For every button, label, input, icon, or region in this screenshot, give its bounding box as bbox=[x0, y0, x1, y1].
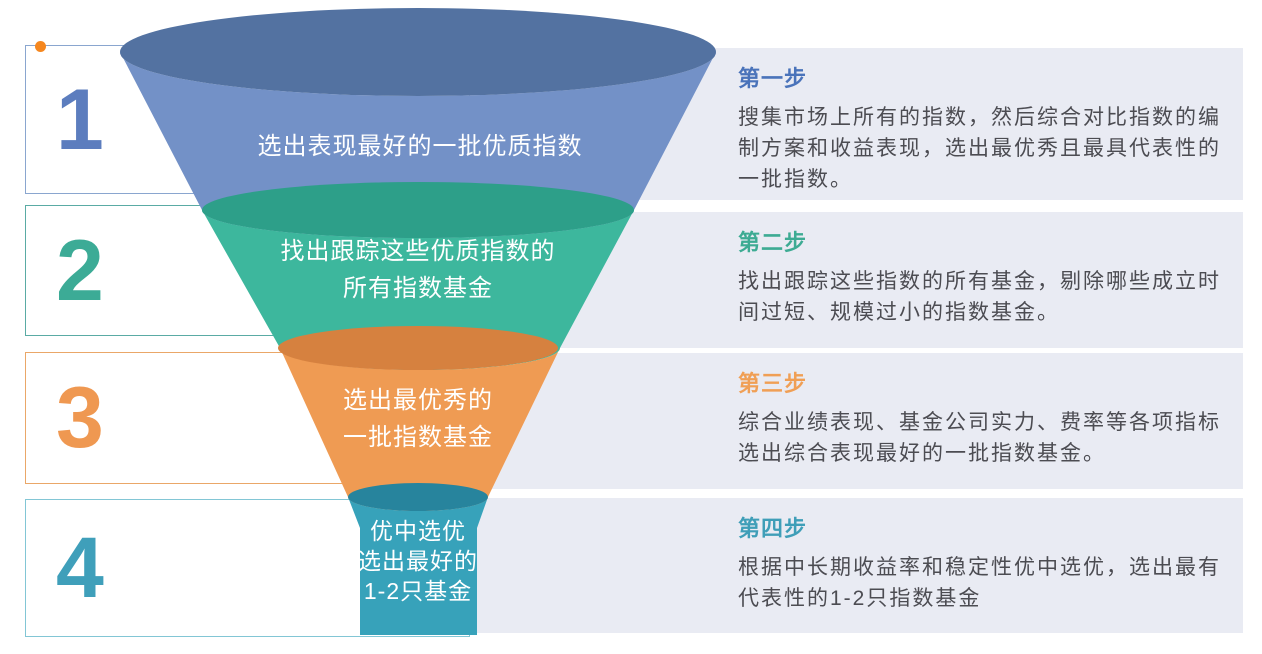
step-panel-2: 第二步 找出跟踪这些指数的所有基金，剔除哪些成立时 间过短、规模过小的指数基金。 bbox=[470, 212, 1243, 348]
step-description-4: 根据中长期收益率和稳定性优中选优，选出最有 代表性的1-2只指数基金 bbox=[738, 556, 1221, 610]
funnel-segment-2-body bbox=[202, 210, 634, 370]
corner-dot-decoration bbox=[35, 41, 46, 52]
step-panel-3: 第三步 综合业绩表现、基金公司实力、费率等各项指标 选出综合表现最好的一批指数基… bbox=[470, 353, 1243, 489]
funnel-chart bbox=[120, 8, 716, 635]
step-number-3: 3 bbox=[56, 370, 104, 466]
step-title-2: 第二步 bbox=[738, 230, 808, 255]
step-number-4: 4 bbox=[56, 520, 104, 616]
funnel-segment-4-body bbox=[348, 497, 488, 635]
funnel-label-4: 优中选优 选出最好的 1-2只基金 bbox=[358, 518, 478, 604]
step-title-4: 第四步 bbox=[738, 516, 808, 541]
step-panel-4: 第四步 根据中长期收益率和稳定性优中选优，选出最有 代表性的1-2只指数基金 bbox=[470, 498, 1243, 633]
funnel-label-2: 找出跟踪这些优质指数的 所有指数基金 bbox=[280, 238, 556, 302]
funnel-top-ellipse-2 bbox=[202, 182, 634, 238]
step-description-2: 找出跟踪这些指数的所有基金，剔除哪些成立时 间过短、规模过小的指数基金。 bbox=[738, 270, 1221, 324]
step-title-3: 第三步 bbox=[738, 371, 808, 396]
funnel-label-3: 选出最优秀的 一批指数基金 bbox=[343, 387, 493, 451]
step-number-2: 2 bbox=[56, 222, 104, 319]
funnel-top-ellipse-1 bbox=[120, 8, 716, 96]
step-title-1: 第一步 bbox=[738, 66, 808, 91]
funnel-label-1: 选出表现最好的一批优质指数 bbox=[257, 133, 583, 160]
funnel-top-ellipse-3 bbox=[278, 326, 558, 370]
step-number-1: 1 bbox=[56, 71, 104, 168]
funnel-segment-3-body bbox=[280, 348, 560, 511]
step-description-3: 综合业绩表现、基金公司实力、费率等各项指标 选出综合表现最好的一批指数基金。 bbox=[738, 411, 1221, 465]
funnel-top-ellipse-4 bbox=[348, 483, 488, 511]
step-description-1: 搜集市场上所有的指数，然后综合对比指数的编 制方案和收益表现，选出最优秀且最具代… bbox=[738, 106, 1221, 191]
